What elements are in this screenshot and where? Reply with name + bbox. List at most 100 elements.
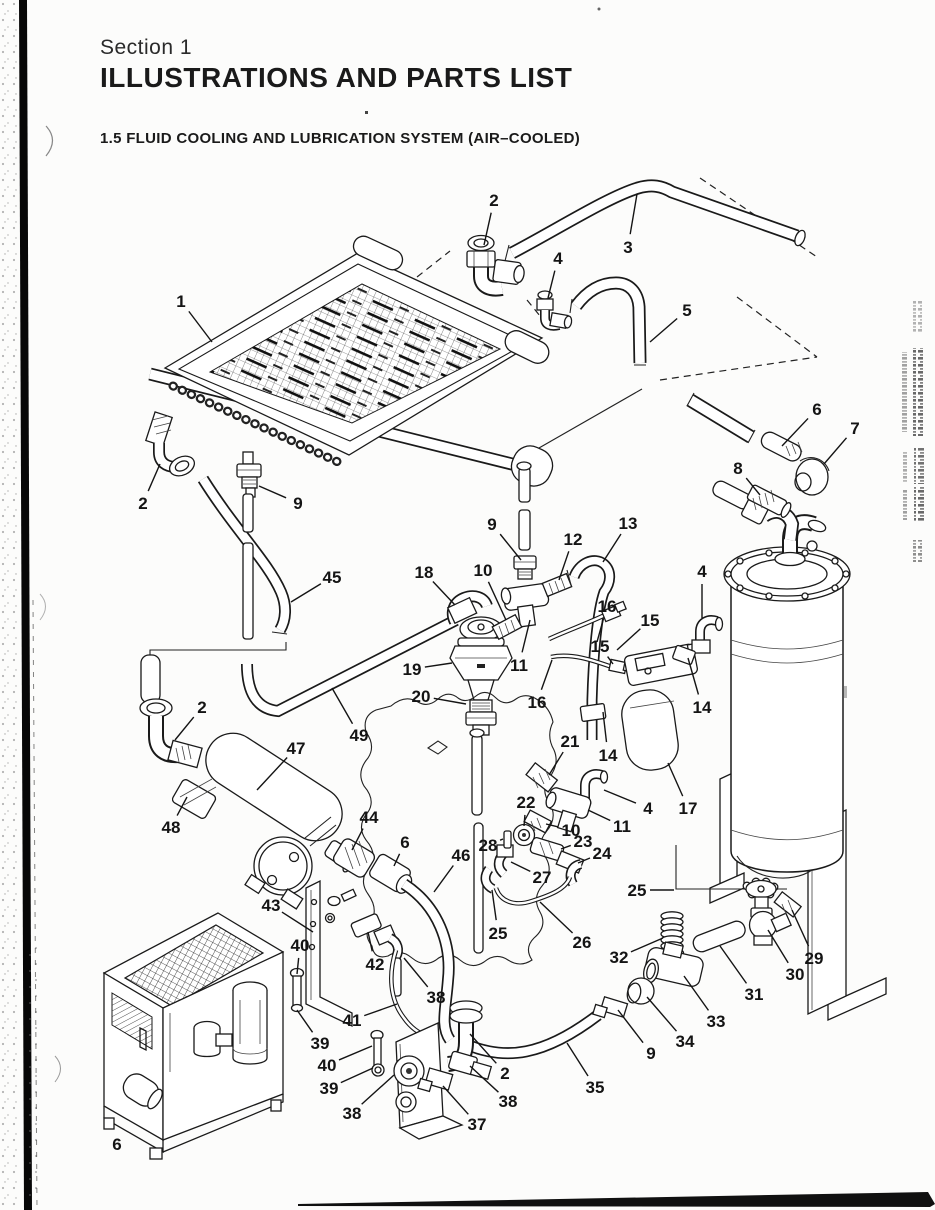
callout-6: 6 xyxy=(112,1135,121,1154)
callout-6: 6 xyxy=(812,400,821,419)
flange-bolts xyxy=(724,549,850,600)
callout-24: 24 xyxy=(593,844,612,863)
callout-46: 46 xyxy=(452,846,471,865)
hose-46 xyxy=(400,878,456,1044)
callout-40: 40 xyxy=(291,936,310,955)
fitting-6 xyxy=(760,431,802,462)
leader-line-3 xyxy=(629,193,638,235)
leader-line-11 xyxy=(521,619,531,653)
callout-2: 2 xyxy=(197,698,206,717)
callout-38: 38 xyxy=(427,988,446,1007)
callout-35: 35 xyxy=(586,1078,605,1097)
callout-47: 47 xyxy=(287,739,306,758)
callout-20: 20 xyxy=(412,687,431,706)
leader-line-4 xyxy=(603,789,637,804)
leader-line-42 xyxy=(367,931,373,952)
callout-23: 23 xyxy=(574,832,593,851)
leader-line-6 xyxy=(393,853,401,867)
leader-line-38 xyxy=(469,1065,499,1093)
leader-line-13 xyxy=(602,533,622,563)
callout-15: 15 xyxy=(591,637,610,656)
leader-line-28 xyxy=(499,838,504,841)
callout-27: 27 xyxy=(533,868,552,887)
leader-line-30 xyxy=(767,929,789,964)
callout-4: 4 xyxy=(553,249,563,268)
leader-line-15 xyxy=(616,628,641,651)
callout-4: 4 xyxy=(697,562,707,581)
leader-line-31 xyxy=(719,945,748,984)
callout-26: 26 xyxy=(573,933,592,952)
callout-31: 31 xyxy=(745,985,764,1004)
elbow-2-separator xyxy=(139,698,173,718)
callout-1: 1 xyxy=(176,292,185,311)
callout-5: 5 xyxy=(682,301,691,320)
callout-6: 6 xyxy=(400,833,409,852)
callout-19: 19 xyxy=(403,660,422,679)
callout-15: 15 xyxy=(641,611,660,630)
leader-line-8 xyxy=(745,477,761,496)
callout-25: 25 xyxy=(489,924,508,943)
valve-30 xyxy=(742,877,793,946)
hose-49 xyxy=(241,614,459,718)
page-header: Section 1 ILLUSTRATIONS AND PARTS LIST xyxy=(100,36,572,94)
callout-43: 43 xyxy=(262,896,281,915)
tee-cluster-upper xyxy=(491,461,573,641)
oil-filter-assembly xyxy=(621,615,724,771)
callout-41: 41 xyxy=(343,1011,362,1030)
leader-line-41 xyxy=(364,1003,398,1017)
chiller-unit xyxy=(102,912,285,1160)
leader-line-6 xyxy=(781,417,809,447)
callout-14: 14 xyxy=(599,746,618,765)
leader-line-10 xyxy=(487,581,507,621)
leader-line-39 xyxy=(340,1067,374,1084)
leader-line-38 xyxy=(403,957,429,988)
leader-line-33 xyxy=(683,975,710,1011)
fitting-9d xyxy=(599,995,629,1019)
leader-line-4 xyxy=(547,270,556,299)
tube-31 xyxy=(692,920,746,953)
leader-line-17 xyxy=(667,762,684,797)
callout-14: 14 xyxy=(693,698,712,717)
bleedthrough-smudges xyxy=(902,300,924,562)
callout-8: 8 xyxy=(733,459,742,478)
elbow-7 xyxy=(795,458,829,496)
callout-25: 25 xyxy=(628,881,647,900)
leader-line-29 xyxy=(791,909,810,947)
callout-39: 39 xyxy=(311,1034,330,1053)
scan-edge-bar xyxy=(19,0,32,1210)
leader-line-26 xyxy=(539,901,574,934)
leader-line-9 xyxy=(499,533,522,561)
leader-line-7 xyxy=(823,437,848,465)
leader-line-35 xyxy=(566,1042,589,1077)
leader-line-2 xyxy=(147,463,161,492)
leader-line-9 xyxy=(617,1009,644,1044)
leader-line-34 xyxy=(646,996,678,1032)
leader-line-40 xyxy=(296,957,300,975)
leader-line-25 xyxy=(491,889,497,921)
leader-line-24 xyxy=(577,857,591,864)
callout-9: 9 xyxy=(646,1044,655,1063)
elbow-fitting-4-top xyxy=(536,290,573,331)
leader-line-49 xyxy=(331,687,354,725)
callout-2: 2 xyxy=(500,1064,509,1083)
receiver-tank xyxy=(675,514,887,1022)
callout-3: 3 xyxy=(623,238,632,257)
callout-9: 9 xyxy=(293,494,302,513)
leader-line-45 xyxy=(290,583,322,603)
pin-28 xyxy=(503,830,512,849)
leader-line-2 xyxy=(469,1033,497,1064)
leader-line-22 xyxy=(523,814,526,827)
regulator-assembly xyxy=(446,590,513,736)
leader-line-16 xyxy=(540,659,553,690)
leader-line-32 xyxy=(630,937,664,953)
callout-10: 10 xyxy=(562,821,581,840)
leader-line-44 xyxy=(351,828,364,851)
leader-line-10 xyxy=(545,823,559,828)
leader-line-23 xyxy=(560,844,572,850)
callout-34: 34 xyxy=(676,1032,695,1051)
callout-11: 11 xyxy=(613,817,631,836)
callout-38: 38 xyxy=(499,1092,518,1111)
